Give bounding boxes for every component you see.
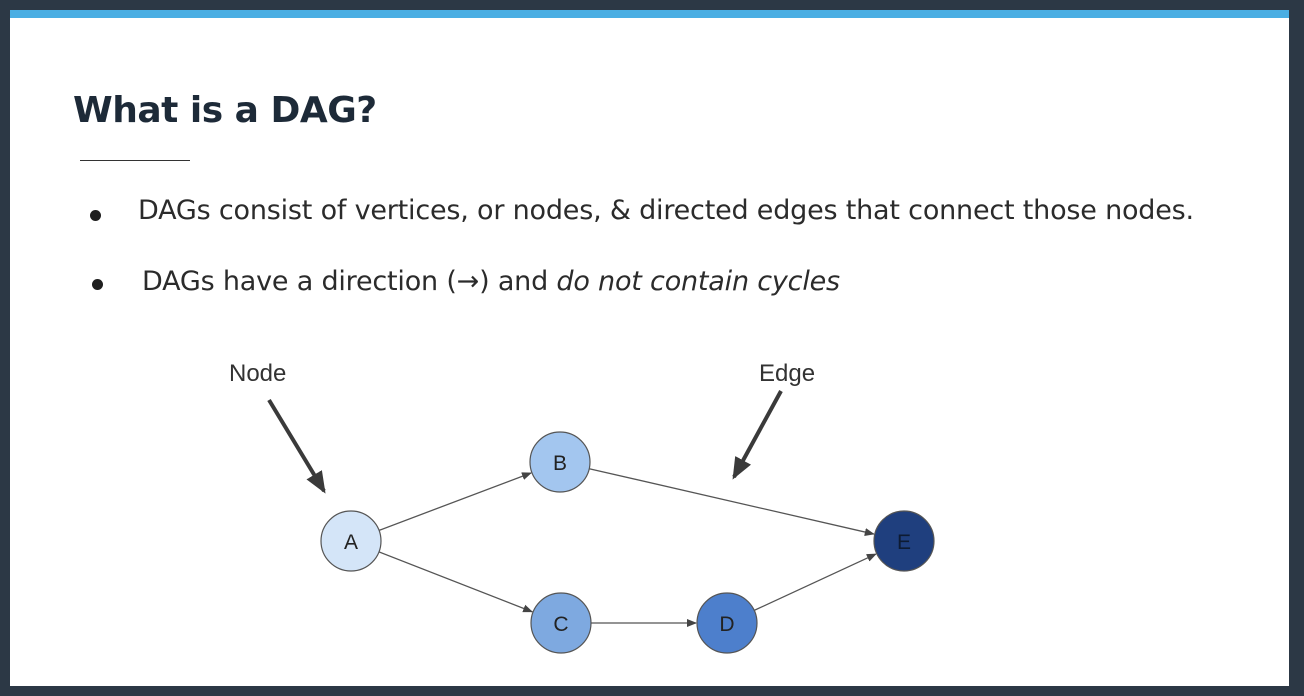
node-pointer-arrow [267,398,326,494]
edge-a-c [378,551,534,613]
slide: What is a DAG? DAGs consist of vertices,… [10,10,1289,686]
bullet-text-2-italic: do not contain cycles [556,266,840,297]
node-c-circle [530,592,592,654]
node-d: D [696,592,758,654]
dag-diagram: Node Edge A B C D E [229,360,935,654]
bullet-text-2: DAGs have a direction (→) and do not con… [142,266,840,297]
edge-annotation-label: Edge [759,360,815,387]
node-a-label: A [344,531,358,554]
edge-a-b [378,472,532,532]
node-c-label: C [553,613,568,636]
bullet-dot-1 [90,210,101,221]
node-e: E [873,510,935,572]
edge-d-e [753,553,877,611]
edge-pointer-arrow [732,390,783,480]
node-b: B [529,431,591,493]
slide-title: What is a DAG? [73,90,377,131]
node-annotation-label: Node [229,360,286,387]
node-a-circle [320,510,382,572]
node-e-label: E [897,531,911,554]
bullet-text-2-plain: DAGs have a direction (→) and [142,266,557,297]
node-e-circle [873,510,935,572]
node-b-label: B [553,452,567,475]
node-a: A [320,510,382,572]
node-b-circle [529,431,591,493]
edge-b-e [589,468,875,536]
bullet-dot-2 [92,279,103,290]
title-underline [80,160,190,161]
node-layer: A B C D E [320,431,935,654]
node-c: C [530,592,592,654]
slide-accent-bar [10,10,1289,18]
bullet-text-1: DAGs consist of vertices, or nodes, & di… [138,195,1194,226]
node-d-circle [696,592,758,654]
node-d-label: D [719,613,734,636]
edge-layer [378,468,877,627]
